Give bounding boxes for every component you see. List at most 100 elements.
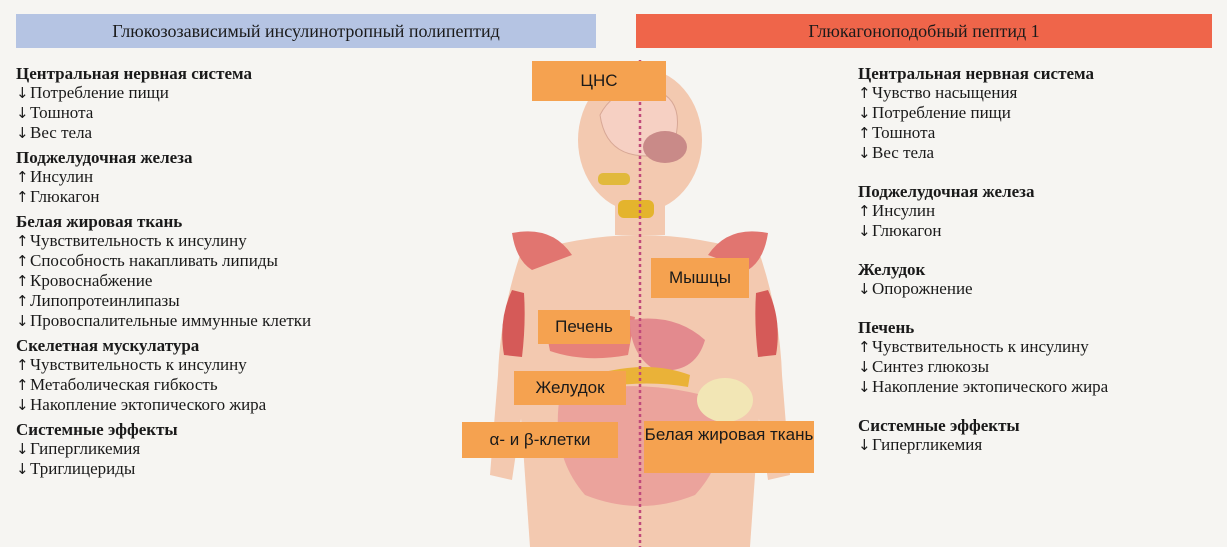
effect-item: ↓Накопление эктопического жира: [16, 395, 456, 415]
label-liver: Печень: [538, 310, 630, 344]
gip-effects-column: Центральная нервная система↓Потребление …: [16, 64, 456, 484]
arrow-up-icon: ↑: [16, 252, 30, 271]
glp1-section: Центральная нервная система↑Чувство насы…: [858, 64, 1218, 163]
section-title: Скелетная мускулатура: [16, 336, 456, 355]
arrow-up-icon: ↑: [16, 376, 30, 395]
arrow-down-icon: ↓: [16, 104, 30, 123]
effect-text: Вес тела: [30, 123, 92, 142]
effect-text: Тошнота: [30, 103, 93, 122]
effect-text: Гипергликемия: [30, 439, 140, 458]
effect-item: ↓Триглицериды: [16, 459, 456, 479]
adipose-illustration: [697, 378, 753, 422]
effect-item: ↓Вес тела: [858, 143, 1218, 163]
effect-text: Потребление пищи: [30, 83, 169, 102]
arrow-up-icon: ↑: [16, 356, 30, 375]
effect-item: ↑Способность накапливать липиды: [16, 251, 456, 271]
effect-text: Чувствительность к инсулину: [30, 355, 247, 374]
arrow-up-icon: ↑: [858, 338, 872, 357]
arrow-up-icon: ↑: [16, 292, 30, 311]
glp1-section: Системные эффекты↓Гипергликемия: [858, 416, 1218, 455]
arrow-up-icon: ↑: [16, 272, 30, 291]
arrow-up-icon: ↑: [16, 168, 30, 187]
effect-item: ↑Чувствительность к инсулину: [16, 231, 456, 251]
effect-item: ↑Чувствительность к инсулину: [16, 355, 456, 375]
arrow-down-icon: ↓: [858, 378, 872, 397]
effect-text: Чувствительность к инсулину: [872, 337, 1089, 356]
arrow-down-icon: ↓: [16, 124, 30, 143]
section-title: Системные эффекты: [16, 420, 456, 439]
effect-item: ↑Липопротеинлипазы: [16, 291, 456, 311]
label-islet-cells: α- и β-клетки: [462, 422, 618, 458]
effect-item: ↑Инсулин: [16, 167, 456, 187]
effect-item: ↑Чувствительность к инсулину: [858, 337, 1218, 357]
effect-text: Триглицериды: [30, 459, 135, 478]
arrow-down-icon: ↓: [858, 358, 872, 377]
arrow-down-icon: ↓: [16, 84, 30, 103]
effect-item: ↓Потребление пищи: [16, 83, 456, 103]
section-title: Белая жировая ткань: [16, 212, 456, 231]
effect-text: Накопление эктопического жира: [872, 377, 1108, 396]
arrow-down-icon: ↓: [858, 222, 872, 241]
glp1-section: Поджелудочная железа↑Инсулин↓Глюкагон: [858, 182, 1218, 241]
gip-section: Системные эффекты↓Гипергликемия↓Триглице…: [16, 420, 456, 479]
arrow-up-icon: ↑: [858, 84, 872, 103]
effect-text: Инсулин: [30, 167, 93, 186]
effect-text: Провоспалительные иммунные клетки: [30, 311, 311, 330]
section-title: Желудок: [858, 260, 1218, 279]
section-title: Поджелудочная железа: [16, 148, 456, 167]
arrow-down-icon: ↓: [16, 312, 30, 331]
effect-text: Тошнота: [872, 123, 935, 142]
effect-text: Метаболическая гибкость: [30, 375, 218, 394]
header-glp1: Глюкагоноподобный пептид 1: [636, 14, 1212, 48]
label-stomach: Желудок: [514, 371, 626, 405]
gip-section: Центральная нервная система↓Потребление …: [16, 64, 456, 143]
section-title: Поджелудочная железа: [858, 182, 1218, 201]
effect-item: ↑Инсулин: [858, 201, 1218, 221]
glp1-section: Печень↑Чувствительность к инсулину↓Синте…: [858, 318, 1218, 397]
arrow-down-icon: ↓: [16, 460, 30, 479]
effect-text: Кровоснабжение: [30, 271, 152, 290]
effect-item: ↑Чувство насыщения: [858, 83, 1218, 103]
effect-item: ↑Тошнота: [858, 123, 1218, 143]
arrow-down-icon: ↓: [858, 144, 872, 163]
effect-text: Способность накапливать липиды: [30, 251, 278, 270]
label-cns: ЦНС: [532, 61, 666, 101]
arrow-up-icon: ↑: [16, 188, 30, 207]
arrow-up-icon: ↑: [858, 202, 872, 221]
effect-text: Вес тела: [872, 143, 934, 162]
arrow-up-icon: ↑: [16, 232, 30, 251]
neck-organ-illustration: [618, 200, 654, 218]
effect-item: ↓Провоспалительные иммунные клетки: [16, 311, 456, 331]
effect-text: Гипергликемия: [872, 435, 982, 454]
effect-text: Чувство насыщения: [872, 83, 1017, 102]
effect-item: ↓Глюкагон: [858, 221, 1218, 241]
glp1-section: Желудок↓Опорожнение: [858, 260, 1218, 299]
human-body-illustration: [450, 55, 830, 547]
arrow-down-icon: ↓: [16, 440, 30, 459]
effect-item: ↓Синтез глюкозы: [858, 357, 1218, 377]
arm-muscle-left: [502, 290, 524, 357]
effect-item: ↓Вес тела: [16, 123, 456, 143]
arm-muscle-right: [755, 290, 777, 357]
effect-item: ↓Опорожнение: [858, 279, 1218, 299]
effect-item: ↑Кровоснабжение: [16, 271, 456, 291]
glp1-effects-column: Центральная нервная система↑Чувство насы…: [858, 64, 1218, 474]
effect-text: Глюкагон: [30, 187, 99, 206]
effect-text: Опорожнение: [872, 279, 973, 298]
label-adipose: Белая жировая ткань: [644, 421, 814, 473]
arrow-down-icon: ↓: [858, 436, 872, 455]
effect-text: Накопление эктопического жира: [30, 395, 266, 414]
section-title: Печень: [858, 318, 1218, 337]
arrow-down-icon: ↓: [16, 396, 30, 415]
effect-item: ↓Гипергликемия: [858, 435, 1218, 455]
effect-text: Инсулин: [872, 201, 935, 220]
effect-item: ↑Метаболическая гибкость: [16, 375, 456, 395]
arrow-up-icon: ↑: [858, 124, 872, 143]
effect-item: ↓Потребление пищи: [858, 103, 1218, 123]
effect-text: Глюкагон: [872, 221, 941, 240]
effect-item: ↓Накопление эктопического жира: [858, 377, 1218, 397]
effect-item: ↑Глюкагон: [16, 187, 456, 207]
effect-text: Синтез глюкозы: [872, 357, 989, 376]
effect-item: ↓Тошнота: [16, 103, 456, 123]
